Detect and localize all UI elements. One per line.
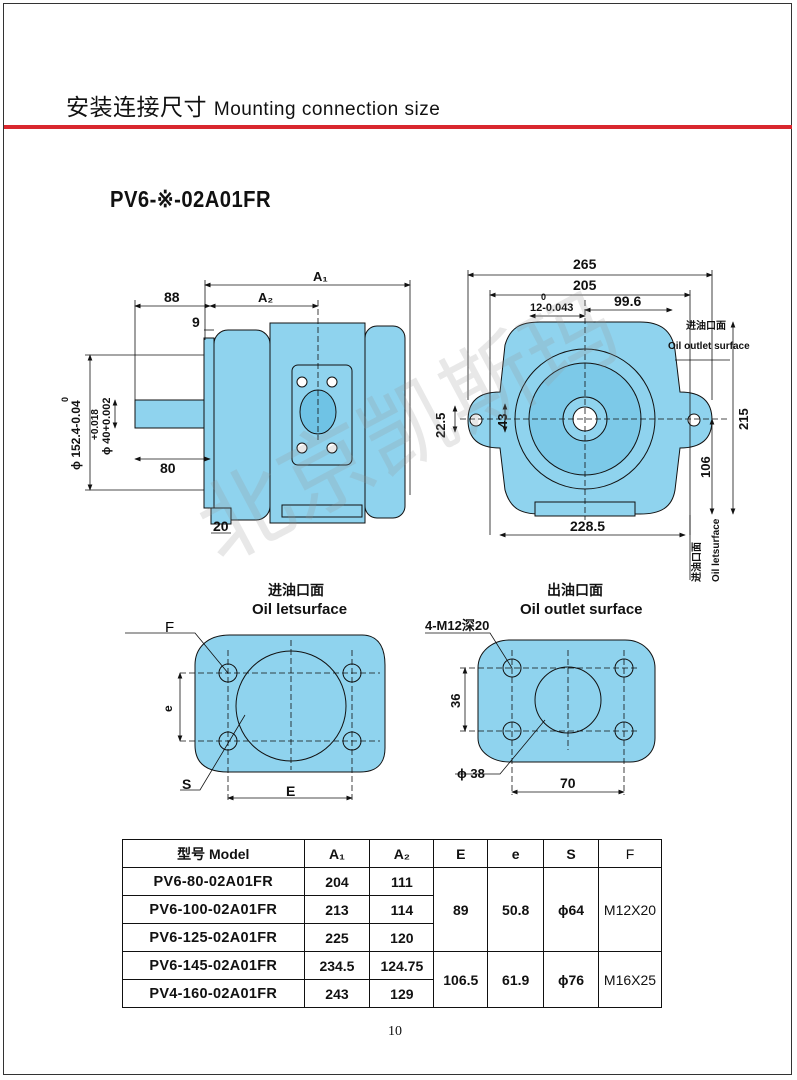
label-S: S bbox=[182, 776, 191, 792]
title-cn: 安装连接尺寸 bbox=[66, 94, 207, 120]
inlet-dim-lines bbox=[125, 632, 380, 801]
cell-model: PV6-125-02A01FR bbox=[122, 923, 305, 952]
page-frame bbox=[3, 3, 792, 1075]
flange bbox=[203, 337, 215, 509]
table-row: PV6-80-02A01FR 204 111 89 50.8 ϕ64 M12X2… bbox=[122, 867, 663, 952]
dim-22: 22.5 bbox=[433, 413, 448, 438]
cell-e: 61.9 bbox=[487, 951, 545, 1008]
title-rule bbox=[4, 125, 792, 129]
cell-e: 50.8 bbox=[487, 867, 545, 952]
dim-12-top: 0 bbox=[541, 292, 546, 302]
cell-a1: 213 bbox=[303, 895, 371, 924]
dim-70: 70 bbox=[560, 775, 576, 791]
dim-phi40-top: +0.018 bbox=[90, 409, 101, 440]
outlet-holes: 4-M12深20 bbox=[425, 618, 489, 633]
cell-S: ϕ64 bbox=[543, 867, 599, 952]
spec-table: 型号 Model A₁ A₂ E e S F PV6-80-02A01FR 20… bbox=[122, 839, 663, 1008]
col-S: S bbox=[543, 839, 599, 868]
label-E: E bbox=[286, 783, 295, 799]
cell-a1: 243 bbox=[303, 979, 371, 1008]
dim-20: 20 bbox=[213, 518, 229, 534]
bolt-hole bbox=[326, 376, 338, 388]
dim-12: 12-0.043 bbox=[530, 302, 573, 314]
mount-slot-left bbox=[469, 413, 483, 427]
label-e: e bbox=[161, 705, 175, 712]
cell-E: 89 bbox=[433, 867, 489, 952]
col-a1: A₁ bbox=[303, 839, 371, 868]
inlet-title-en: Oil letsurface bbox=[252, 601, 347, 618]
foot bbox=[210, 507, 232, 525]
inlet-en-vertical: Oil letsurface bbox=[711, 518, 722, 582]
label-F: F bbox=[165, 619, 174, 636]
model-title: PV6-※-02A01FR bbox=[110, 186, 272, 212]
cell-E: 106.5 bbox=[433, 951, 489, 1008]
base bbox=[281, 504, 363, 518]
outlet-title-en: Oil outlet surface bbox=[520, 601, 643, 618]
outlet-title-cn: 出油口面 bbox=[547, 582, 603, 598]
cell-F: M16X25 bbox=[597, 951, 663, 1008]
col-model: 型号 Model bbox=[122, 839, 305, 868]
front-housing bbox=[364, 325, 406, 519]
side-view-dim-lines bbox=[85, 280, 411, 534]
cell-a1: 204 bbox=[303, 867, 371, 896]
dim-phi38: ϕ 38 bbox=[457, 766, 485, 781]
table-row: PV4-160-02A01FR 243 129 bbox=[122, 979, 662, 1008]
dim-228: 228.5 bbox=[570, 518, 605, 534]
shaft bbox=[134, 399, 211, 429]
inlet-cn-vertical: 进油口面 bbox=[690, 542, 703, 582]
cell-a1: 225 bbox=[303, 923, 371, 952]
bolt-hole bbox=[326, 442, 338, 454]
dim-43: 43 bbox=[495, 414, 510, 428]
outlet-en-label: Oil outlet surface bbox=[668, 341, 750, 352]
inlet-title-cn: 进油口面 bbox=[268, 582, 324, 598]
cell-model: PV4-160-02A01FR bbox=[122, 979, 305, 1008]
cell-model: PV6-145-02A01FR bbox=[122, 951, 305, 980]
bolt-hole bbox=[296, 376, 308, 388]
dim-265: 265 bbox=[573, 256, 597, 272]
outlet-cn-label: 进油口面 bbox=[686, 319, 726, 332]
table-row: PV6-125-02A01FR 225 120 bbox=[122, 923, 662, 952]
col-e: e bbox=[487, 839, 545, 868]
dim-phi152-top: 0 bbox=[60, 397, 70, 402]
title-en: Mounting connection size bbox=[213, 99, 441, 120]
page-title: 安装连接尺寸 Mounting connection size bbox=[66, 88, 440, 122]
dim-9: 9 bbox=[192, 314, 200, 330]
dim-a2: A₂ bbox=[258, 290, 273, 305]
cell-a2: 114 bbox=[369, 895, 435, 924]
outlet-dim-lines bbox=[425, 632, 640, 795]
cell-model: PV6-80-02A01FR bbox=[122, 867, 305, 896]
dim-36: 36 bbox=[448, 694, 463, 708]
cell-S: ϕ76 bbox=[543, 951, 599, 1008]
dim-205: 205 bbox=[573, 277, 597, 293]
cell-a2: 120 bbox=[369, 923, 435, 952]
dim-106: 106 bbox=[698, 456, 713, 478]
bolt-hole bbox=[296, 442, 308, 454]
side-view bbox=[134, 322, 406, 525]
mount-slot-right bbox=[687, 413, 701, 427]
dim-80: 80 bbox=[160, 460, 176, 476]
dim-99: 99.6 bbox=[614, 293, 641, 309]
rear-housing bbox=[213, 329, 271, 521]
dim-88: 88 bbox=[164, 289, 180, 305]
col-E: E bbox=[433, 839, 489, 868]
table-row: PV6-145-02A01FR 234.5 124.75 106.5 61.9 … bbox=[122, 951, 663, 1008]
col-F: F bbox=[597, 839, 663, 868]
cell-a2: 111 bbox=[369, 867, 435, 896]
cell-a1: 234.5 bbox=[303, 951, 371, 980]
dim-phi152: ϕ 152.4-0.04 bbox=[69, 400, 83, 470]
outlet-face bbox=[477, 639, 656, 763]
cell-model: PV6-100-02A01FR bbox=[122, 895, 305, 924]
page-number: 10 bbox=[388, 1024, 402, 1039]
cell-a2: 124.75 bbox=[369, 951, 435, 980]
col-a2: A₂ bbox=[369, 839, 435, 868]
dim-phi40: ϕ 40+0.002 bbox=[101, 398, 113, 456]
table-header-row: 型号 Model A₁ A₂ E e S F bbox=[122, 839, 663, 868]
cell-a2: 129 bbox=[369, 979, 435, 1008]
dim-215: 215 bbox=[736, 408, 751, 430]
front-view-dim-lines bbox=[452, 270, 736, 580]
dim-a1: A₁ bbox=[313, 269, 328, 284]
cell-F: M12X20 bbox=[597, 867, 663, 952]
